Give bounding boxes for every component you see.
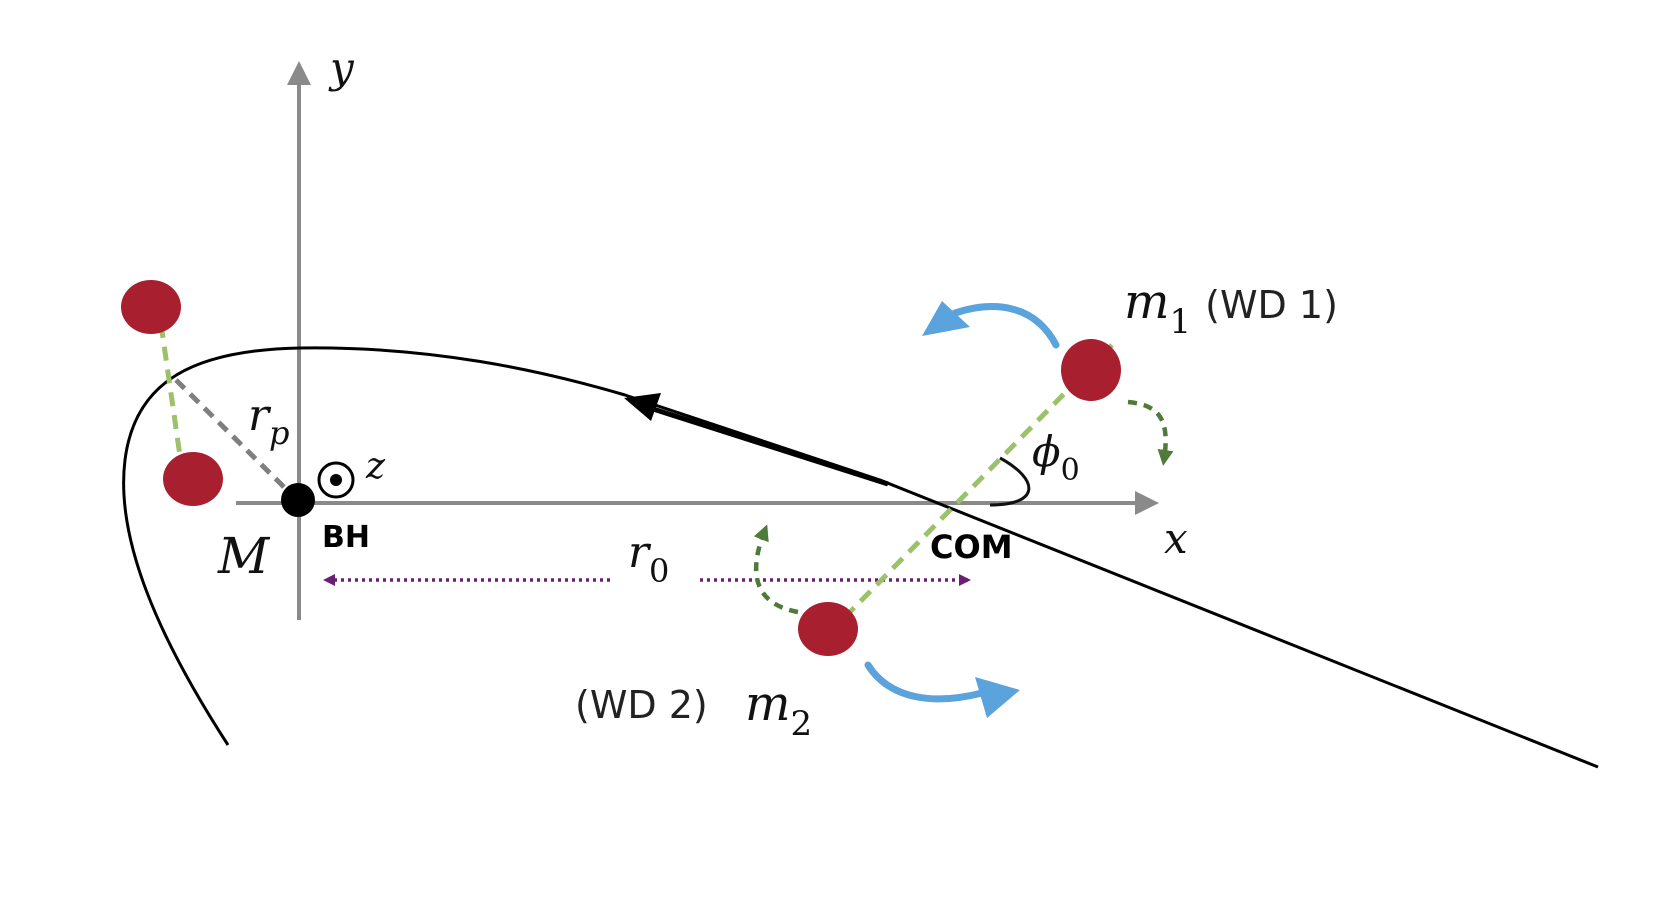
phase-angle-label: ϕ0 [1032, 427, 1080, 488]
black-hole-label: BH [322, 520, 370, 555]
m1-name: (WD 1) [1205, 283, 1338, 327]
m1-symbol: m [1124, 274, 1170, 330]
orbit-trajectory [122, 346, 1599, 769]
phase-angle-arc [989, 456, 1031, 507]
m2-spin-arrowhead [975, 677, 1020, 718]
z-axis-center-dot [330, 474, 342, 486]
z-axis-label: z [365, 446, 386, 487]
periapsis-label: rp [248, 390, 290, 452]
m1-spin-arrowhead [922, 301, 970, 336]
x-axis-label: x [1164, 514, 1188, 563]
m1-label: m1 (WD 1) [1124, 274, 1338, 342]
y-axis-label: y [328, 43, 355, 92]
m2-label: m2 [745, 676, 812, 744]
orbit-direction-shaft [649, 405, 889, 487]
orbit-direction-arrowhead [624, 393, 661, 421]
periapsis-distance-line [174, 378, 292, 495]
periapsis-white-dwarf-upper [121, 280, 181, 334]
distance-subscript: 0 [649, 552, 669, 590]
distance-r0-label: r0 [628, 527, 669, 590]
x-axis-arrowhead [1135, 491, 1159, 515]
m2-orbital-rotation-arrow [753, 524, 799, 615]
periapsis-subscript: p [269, 414, 289, 452]
periapsis-white-dwarf-lower [163, 452, 223, 506]
periapsis-symbol: r [248, 390, 272, 441]
periapsis-binary-separation [158, 323, 185, 471]
m1-orbital-rotation-arrow [1127, 399, 1174, 466]
phase-symbol: ϕ [1032, 427, 1061, 476]
y-axis-arrowhead [287, 61, 311, 85]
binary-separation-line [848, 343, 1114, 614]
white-dwarf-1 [1061, 339, 1121, 401]
distance-symbol: r [628, 527, 652, 578]
phase-subscript: 0 [1061, 453, 1080, 488]
m2-subscript: 2 [791, 704, 813, 744]
m1-spin-arrow [951, 303, 1060, 349]
m1-subscript: 1 [1170, 302, 1192, 342]
z-axis-out-of-page-icon [317, 461, 355, 499]
center-of-mass-label: COM [930, 528, 1013, 566]
m2-name-label: (WD 2) [575, 683, 708, 727]
black-hole-mass-label: M [217, 527, 271, 585]
white-dwarf-2 [798, 602, 858, 656]
m2-symbol: m [745, 676, 791, 732]
black-hole-dot [281, 483, 315, 517]
m2-spin-arrow [864, 661, 986, 703]
